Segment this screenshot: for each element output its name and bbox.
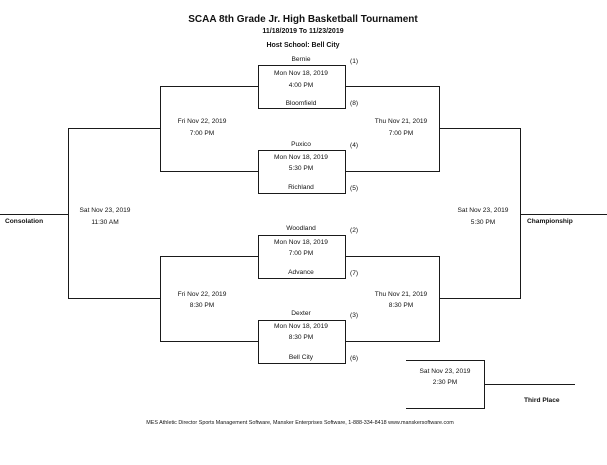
- cons-semi2-date: Fri Nov 22, 2019: [177, 291, 227, 298]
- win-semi2-vertical: [439, 256, 440, 342]
- cons-semi2-time: 8:30 PM: [189, 302, 215, 309]
- champ-top-line: [440, 128, 521, 129]
- game3-team-top: Woodland: [286, 225, 316, 232]
- game4-time: 8:30 PM: [288, 334, 314, 341]
- game2-bottom-line: [258, 193, 346, 194]
- game4-seed-bottom: (6): [350, 355, 359, 362]
- cons-semi2-bottom-line: [160, 341, 258, 342]
- game3-time: 7:00 PM: [288, 250, 314, 257]
- cons-semi1-date: Fri Nov 22, 2019: [177, 118, 227, 125]
- game1-team-top: Bernie: [291, 56, 311, 63]
- champ-bottom-line: [440, 298, 521, 299]
- game4-team-top: Dexter: [291, 310, 311, 317]
- game2-date: Mon Nov 18, 2019: [274, 154, 328, 161]
- cons-semi1-bottom-line: [160, 171, 258, 172]
- game2-seed-bottom: (5): [350, 185, 359, 192]
- game1-top-line: [258, 65, 346, 66]
- game3-team-bottom: Advance: [288, 269, 314, 276]
- cons-final-bottom-line: [68, 298, 160, 299]
- cons-final-top-line: [68, 128, 160, 129]
- game3-seed-top: (2): [350, 227, 359, 234]
- game1-time: 4:00 PM: [288, 82, 314, 89]
- cons-semi1-vertical: [160, 86, 161, 172]
- game2-team-bottom: Richland: [288, 184, 314, 191]
- game1-seed-bottom: (8): [350, 100, 359, 107]
- page-title: SCAA 8th Grade Jr. High Basketball Tourn…: [188, 14, 418, 25]
- game4-bottom-line: [258, 363, 346, 364]
- game2-seed-top: (4): [350, 142, 359, 149]
- cons-final-time: 11:30 AM: [91, 219, 119, 226]
- game1-right-line: [345, 65, 346, 109]
- game3-seed-bottom: (7): [350, 270, 359, 277]
- win-semi1-vertical: [439, 86, 440, 172]
- game3-left-line: [258, 235, 259, 279]
- win-semi1-date: Thu Nov 21, 2019: [374, 118, 428, 125]
- third-date: Sat Nov 23, 2019: [419, 368, 471, 375]
- champ-date: Sat Nov 23, 2019: [457, 207, 509, 214]
- win-semi2-bottom-line: [346, 341, 440, 342]
- game4-right-line: [345, 320, 346, 364]
- third-vertical: [484, 360, 485, 409]
- game1-date: Mon Nov 18, 2019: [274, 70, 328, 77]
- game1-seed-top: (1): [350, 58, 359, 65]
- host-school: Host School: Bell City: [266, 42, 340, 49]
- game3-right-line: [345, 235, 346, 279]
- championship-label: Championship: [527, 218, 573, 225]
- game2-right-line: [345, 150, 346, 194]
- champ-time: 5:30 PM: [470, 219, 496, 226]
- third-place-line: [485, 384, 575, 385]
- win-semi2-date: Thu Nov 21, 2019: [374, 291, 428, 298]
- win-semi1-top-line: [346, 86, 440, 87]
- third-bottom-line: [406, 408, 485, 409]
- game2-left-line: [258, 150, 259, 194]
- game2-team-top: Puxico: [291, 141, 311, 148]
- cons-semi1-time: 7:00 PM: [189, 130, 215, 137]
- game4-team-bottom: Bell City: [288, 354, 314, 361]
- cons-semi2-top-line: [160, 256, 258, 257]
- game1-bottom-line: [258, 108, 346, 109]
- game3-bottom-line: [258, 278, 346, 279]
- third-top-line: [406, 360, 485, 361]
- game1-team-bottom: Bloomfield: [285, 100, 317, 107]
- champ-vertical: [520, 128, 521, 299]
- game4-date: Mon Nov 18, 2019: [274, 323, 328, 330]
- cons-semi1-top-line: [160, 86, 258, 87]
- game4-top-line: [258, 320, 346, 321]
- champion-line: [521, 214, 607, 215]
- cons-final-vertical: [68, 128, 69, 299]
- win-semi1-bottom-line: [346, 171, 440, 172]
- footer-credits: MES Athletic Director Sports Management …: [146, 420, 454, 426]
- third-place-label: Third Place: [524, 397, 560, 404]
- third-time: 2:30 PM: [432, 379, 458, 386]
- consolation-winner-line: [0, 214, 68, 215]
- win-semi2-time: 8:30 PM: [388, 302, 414, 309]
- game4-seed-top: (3): [350, 312, 359, 319]
- game2-top-line: [258, 150, 346, 151]
- date-range: 11/18/2019 To 11/23/2019: [262, 28, 344, 35]
- cons-final-date: Sat Nov 23, 2019: [79, 207, 131, 214]
- game1-left-line: [258, 65, 259, 109]
- game3-top-line: [258, 235, 346, 236]
- cons-semi2-vertical: [160, 256, 161, 342]
- game2-time: 5:30 PM: [288, 165, 314, 172]
- win-semi2-top-line: [346, 256, 440, 257]
- game3-date: Mon Nov 18, 2019: [274, 239, 328, 246]
- win-semi1-time: 7:00 PM: [388, 130, 414, 137]
- consolation-label: Consolation: [5, 218, 44, 225]
- game4-left-line: [258, 320, 259, 364]
